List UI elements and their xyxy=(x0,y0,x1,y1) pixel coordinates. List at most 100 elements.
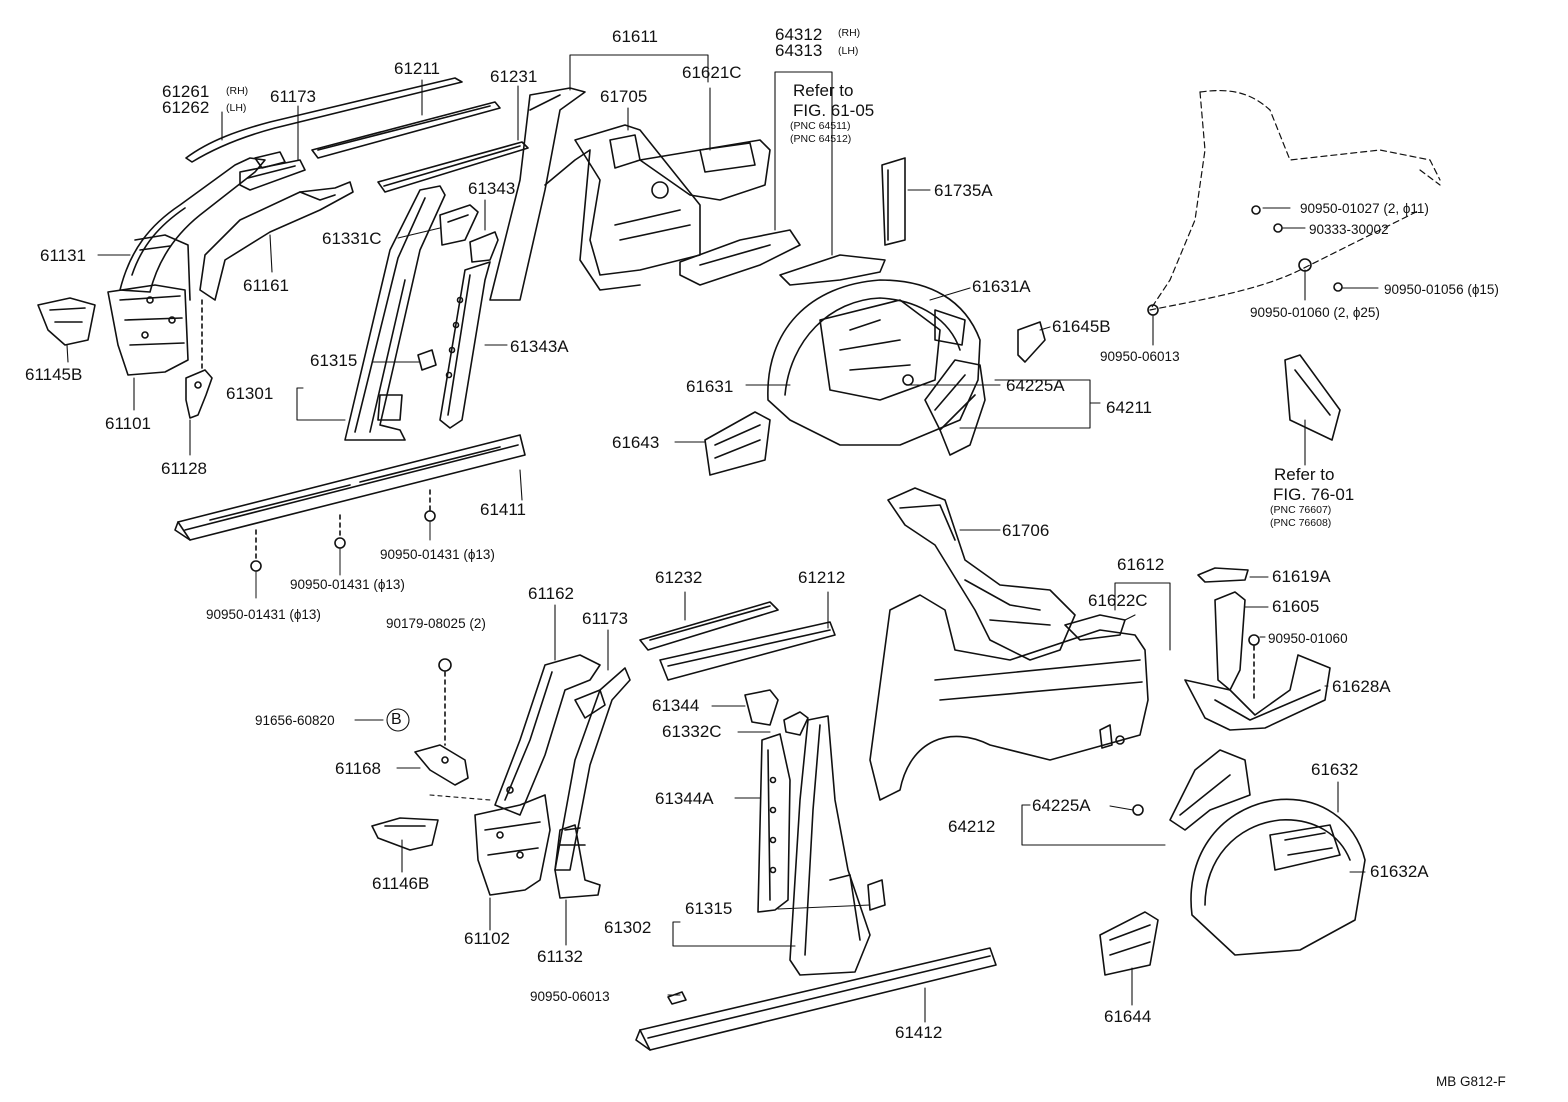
label-rh-64312: (RH) xyxy=(838,27,861,39)
patch-61315-bot xyxy=(867,879,886,911)
front-body-pillar-61102 xyxy=(474,794,551,896)
reinforcement-61332c xyxy=(783,711,809,736)
bracket-61146b xyxy=(371,817,439,851)
quarter-outer-panel-61612 xyxy=(869,594,1149,801)
wheelhouse-61631 xyxy=(767,279,981,446)
label-fastener-90950-01060-a: 90950-01060 (2, ϕ25) xyxy=(1250,305,1380,320)
roof-rail-61231 xyxy=(377,141,529,193)
bracket-61644 xyxy=(1099,911,1159,976)
roof-rail-61212 xyxy=(659,621,836,681)
label-61331c: 61331C xyxy=(322,229,382,248)
front-pillar-outer-61173 xyxy=(554,667,631,871)
label-61344: 61344 xyxy=(652,696,700,715)
label-61605: 61605 xyxy=(1272,597,1320,616)
floor-panel xyxy=(679,229,886,286)
label-pnc-64511: (PNC 64511) xyxy=(790,120,851,132)
label-fastener-90950-01431-b: 90950-01431 (ϕ13) xyxy=(290,577,405,592)
label-pnc-64512: (PNC 64512) xyxy=(790,133,852,145)
extension-61628a xyxy=(1184,634,1331,731)
label-61173-bot: 61173 xyxy=(582,609,629,628)
diagram-code: MB G812-F xyxy=(1436,1074,1506,1089)
quarter-inner-panel-61611 xyxy=(489,87,641,301)
label-refer-to-61-05: Refer to xyxy=(793,81,854,100)
label-61131: 61131 xyxy=(40,246,87,265)
label-61631a: 61631A xyxy=(972,277,1031,296)
label-fig-76-01: FIG. 76-01 xyxy=(1273,485,1355,504)
label-61706: 61706 xyxy=(1002,521,1050,540)
label-61211: 61211 xyxy=(394,59,441,78)
label-61645b: 61645B xyxy=(1052,317,1111,336)
label-61315-top: 61315 xyxy=(310,351,358,370)
leader-lines xyxy=(66,54,1379,1023)
label-pnc-76608: (PNC 76608) xyxy=(1270,517,1332,529)
label-61262: 61262 xyxy=(162,98,210,117)
front-body-pillar-61101 xyxy=(107,234,191,376)
roof-rail-61232 xyxy=(639,601,779,651)
label-61343a: 61343A xyxy=(510,337,569,356)
label-61231: 61231 xyxy=(490,67,538,86)
label-61412: 61412 xyxy=(895,1023,943,1042)
label-61735a: 61735A xyxy=(934,181,993,200)
front-pillar-61132 xyxy=(554,824,601,899)
reinforcement-61343a xyxy=(439,261,491,429)
small-fastener-bottom xyxy=(667,991,687,1005)
label-64225a-top: 64225A xyxy=(1006,376,1065,395)
upper-panel-61622c xyxy=(1064,614,1126,641)
label-61261: 61261 xyxy=(162,82,210,101)
label-61168: 61168 xyxy=(335,759,382,778)
label-61611: 61611 xyxy=(612,27,659,46)
rear-pillar-61706 xyxy=(887,487,1076,661)
callout-letter-b: B xyxy=(391,711,402,728)
label-61631: 61631 xyxy=(686,377,734,396)
label-61332c: 61332C xyxy=(662,722,722,741)
label-fastener-90950-01431-c: 90950-01431 (ϕ13) xyxy=(206,607,321,622)
wheelhouse-outer-64211 xyxy=(924,359,986,456)
center-pillar-61302 xyxy=(789,715,871,976)
label-fastener-90950-01431-a: 90950-01431 (ϕ13) xyxy=(380,547,495,562)
label-61101: 61101 xyxy=(105,414,152,433)
center-pillar-61301 xyxy=(344,185,446,441)
label-61343: 61343 xyxy=(468,179,516,198)
pillar-61605 xyxy=(1214,591,1246,691)
rocker-fasteners xyxy=(250,489,436,599)
label-lh-61262: (LH) xyxy=(226,102,247,114)
label-61145b: 61145B xyxy=(25,365,83,384)
label-61632: 61632 xyxy=(1311,760,1359,779)
label-61632a: 61632A xyxy=(1370,862,1429,881)
label-lh-64313: (LH) xyxy=(838,45,859,57)
label-fastener-90950-01060-b: 90950-01060 xyxy=(1268,631,1348,646)
label-64212: 64212 xyxy=(948,817,996,836)
roof-side-rail-strip xyxy=(185,77,463,163)
label-64211: 64211 xyxy=(1106,398,1153,417)
label-fastener-90950-01056: 90950-01056 (ϕ15) xyxy=(1384,282,1499,297)
label-61621c: 61621C xyxy=(682,63,742,82)
gusset-61645b xyxy=(1017,321,1046,363)
label-61344a: 61344A xyxy=(655,789,714,808)
label-refer-to-76-01: Refer to xyxy=(1274,465,1335,484)
label-61644: 61644 xyxy=(1104,1007,1152,1026)
bracket-61128 xyxy=(185,299,213,419)
label-fig-61-05: FIG. 61-05 xyxy=(793,101,875,120)
bracket-61619a xyxy=(1197,567,1249,583)
label-61173-top: 61173 xyxy=(270,87,317,106)
rocker-panel-61412 xyxy=(635,947,997,1051)
label-61619a: 61619A xyxy=(1272,567,1331,586)
label-61705: 61705 xyxy=(600,87,648,106)
pillar-61735a xyxy=(881,157,906,246)
label-fastener-90950-06013-top: 90950-06013 xyxy=(1100,349,1180,364)
label-fastener-90179-08025: 90179-08025 (2) xyxy=(386,616,486,631)
upper-reinforcement-61173 xyxy=(239,151,306,191)
rocker-panel-61411 xyxy=(174,434,526,541)
label-61232: 61232 xyxy=(655,568,703,587)
label-61411: 61411 xyxy=(480,500,527,519)
inner-pillar-61161 xyxy=(199,181,354,301)
front-pillar-outer-61131 xyxy=(119,157,266,293)
patch-61315-top xyxy=(417,349,437,371)
label-64312: 64312 xyxy=(775,25,823,44)
upper-panel-61621c xyxy=(639,139,771,201)
label-61161: 61161 xyxy=(243,276,290,295)
label-fastener-90950-01027: 90950-01027 (2, ϕ11) xyxy=(1300,201,1429,216)
reinforcement-61343 xyxy=(469,231,499,263)
